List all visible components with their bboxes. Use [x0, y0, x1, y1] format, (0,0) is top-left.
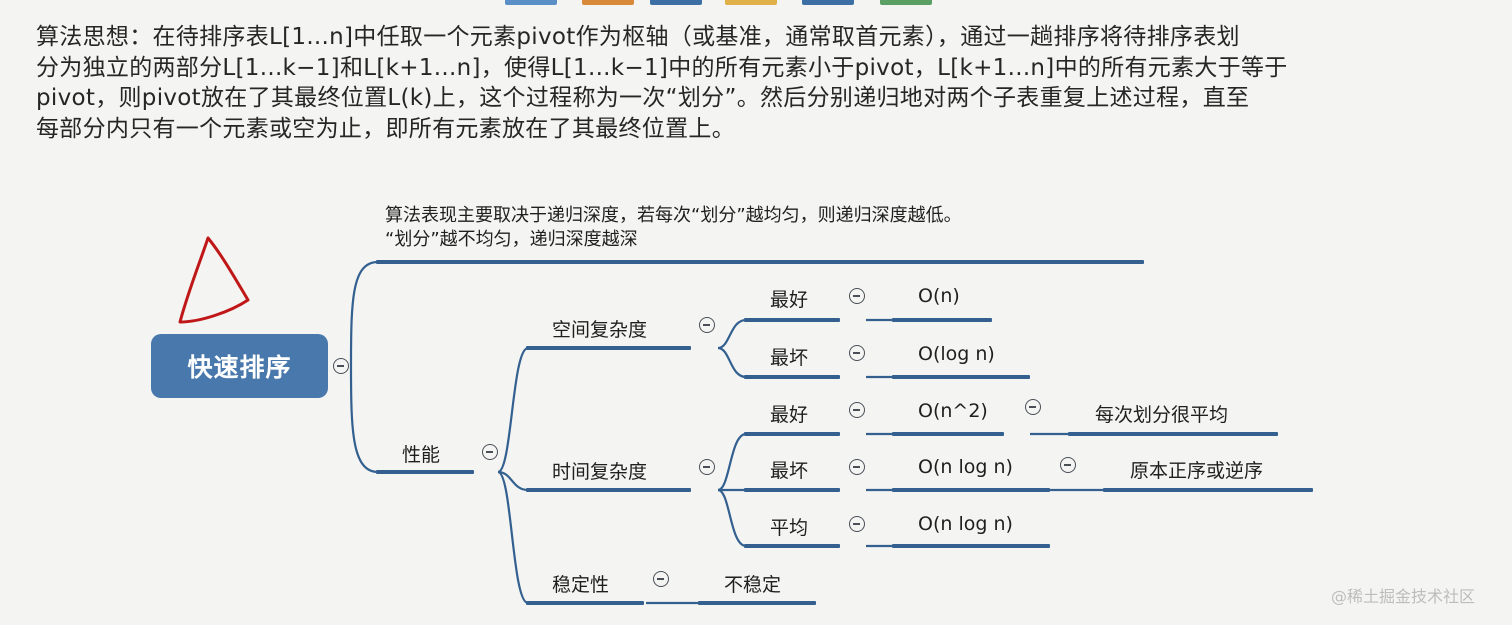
collapse-toggle-icon[interactable] [849, 459, 865, 475]
time-worst-value-underline [892, 488, 1050, 492]
time-worst-underline [744, 488, 840, 492]
time-complexity-node[interactable]: 时间复杂度 [552, 461, 648, 483]
space-worst-value-underline [892, 375, 1030, 379]
connector-space-worst [717, 346, 747, 379]
description-line: 每部分内只有一个元素或空为止，即所有元素放在了其最终位置上。 [36, 115, 735, 142]
stability-value: 不稳定 [724, 574, 782, 596]
time-avg-label[interactable]: 平均 [770, 517, 809, 539]
connector-root-performance [349, 365, 379, 474]
performance-node[interactable]: 性能 [402, 444, 441, 466]
recursion-depth-note: 算法表现主要取决于递归深度，若每次“划分”越均匀，则递归深度越低。 “划分”越不… [385, 204, 962, 252]
algorithm-description: 算法思想：在待排序表L[1...n]中任取一个元素pivot作为枢轴（或基准，通… [36, 22, 1456, 144]
space-underline [526, 346, 691, 350]
time-avg-underline [744, 544, 840, 548]
time-avg-value: O(n log n) [918, 513, 1013, 535]
space-best-value: O(n) [918, 285, 960, 307]
space-complexity-node[interactable]: 空间复杂度 [552, 319, 648, 341]
collapse-toggle-icon[interactable] [1060, 457, 1076, 473]
stability-node[interactable]: 稳定性 [552, 574, 610, 596]
collapse-toggle-icon[interactable] [849, 402, 865, 418]
note-underline [376, 260, 1144, 264]
connector-performance-stability [497, 470, 529, 605]
collapse-toggle-icon[interactable] [482, 444, 498, 460]
connector-root-note [349, 260, 379, 367]
time-worst-note-underline [1103, 488, 1313, 492]
connector-time-avg [717, 488, 747, 548]
connector-performance-space [497, 346, 529, 474]
stability-value-underline [698, 601, 816, 605]
collapse-toggle-icon[interactable] [849, 345, 865, 361]
collapse-toggle-icon[interactable] [849, 516, 865, 532]
time-best-value-underline [892, 432, 1004, 436]
root-node-quicksort[interactable]: 快速排序 [151, 334, 328, 398]
note-line: 算法表现主要取决于递归深度，若每次“划分”越均匀，则递归深度越低。 [385, 205, 962, 226]
time-worst-value: O(n log n) [918, 456, 1013, 478]
watermark: @稀土掘金技术社区 [1331, 587, 1476, 606]
description-line: pivot，则pivot放在了其最终位置L(k)上，这个过程称为一次“划分”。然… [36, 85, 1250, 111]
stability-underline [526, 601, 644, 605]
description-line: 算法思想：在待排序表L[1...n]中任取一个元素pivot作为枢轴（或基准，通… [36, 24, 1240, 50]
space-worst-underline [744, 375, 840, 379]
space-best-underline [744, 318, 840, 322]
collapse-toggle-icon[interactable] [653, 571, 669, 587]
time-best-value: O(n^2) [918, 400, 988, 422]
time-best-underline [744, 432, 840, 436]
note-line: “划分”越不均匀，递归深度越深 [385, 229, 638, 250]
time-best-note-underline [1068, 432, 1278, 436]
time-best-note: 每次划分很平均 [1095, 404, 1229, 426]
performance-underline [376, 470, 474, 474]
time-worst-label[interactable]: 最坏 [770, 460, 809, 482]
time-worst-note: 原本正序或逆序 [1130, 460, 1264, 482]
top-color-strip [0, 0, 1512, 6]
connector-space-best [717, 318, 747, 350]
red-triangle-annotation [178, 236, 250, 324]
connector-time-best [717, 432, 747, 492]
space-best-label[interactable]: 最好 [770, 289, 809, 311]
time-underline [526, 488, 691, 492]
connector-performance-time [497, 470, 529, 492]
collapse-toggle-icon[interactable] [699, 459, 715, 475]
collapse-toggle-icon[interactable] [699, 317, 715, 333]
description-line: 分为独立的两部分L[1...k−1]和L[k+1...n]，使得L[1...k−… [36, 54, 1288, 81]
collapse-toggle-icon[interactable] [1025, 399, 1041, 415]
time-avg-value-underline [892, 544, 1050, 548]
collapse-toggle-icon[interactable] [333, 358, 349, 374]
time-best-label[interactable]: 最好 [770, 404, 809, 426]
collapse-toggle-icon[interactable] [849, 288, 865, 304]
space-worst-label[interactable]: 最坏 [770, 347, 809, 369]
space-best-value-underline [892, 318, 992, 322]
space-worst-value: O(log n) [918, 343, 995, 365]
